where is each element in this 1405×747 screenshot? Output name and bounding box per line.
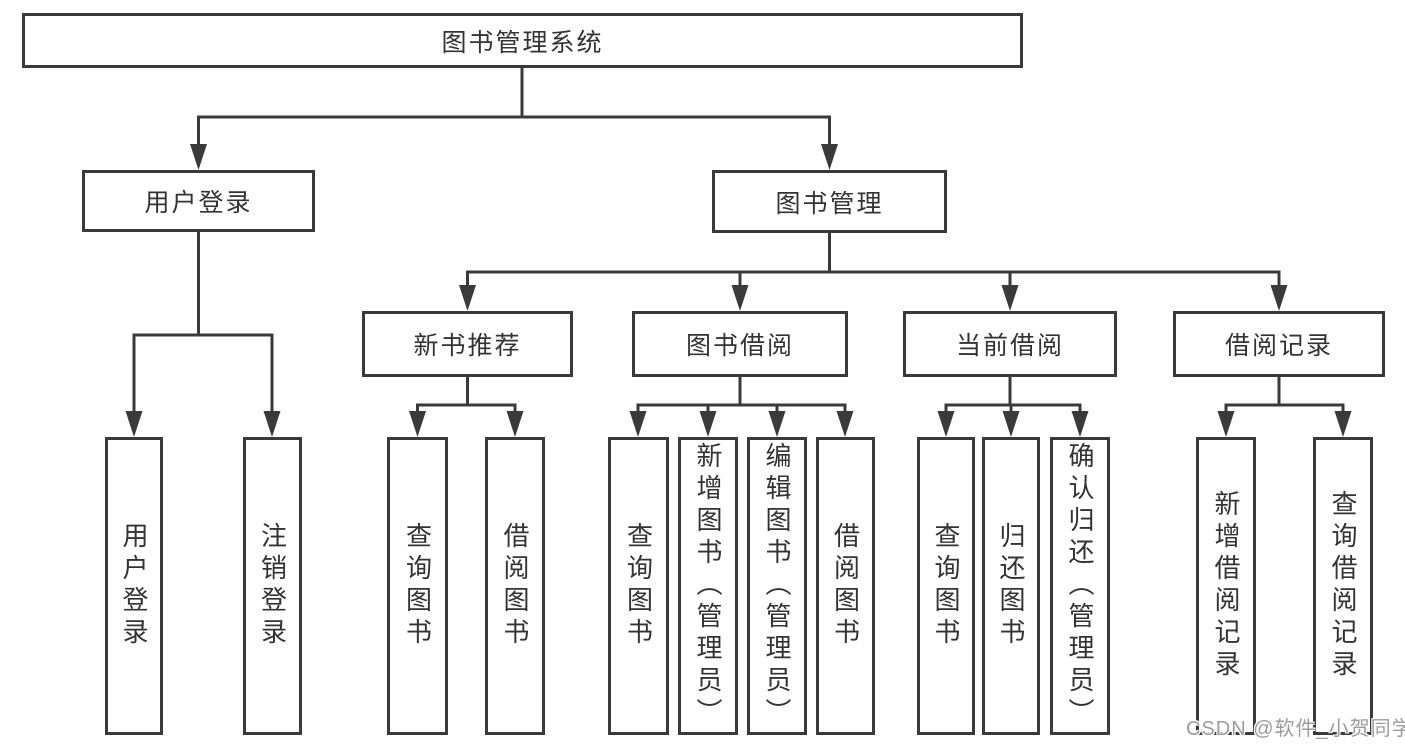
leaf-label: 借阅图书 <box>500 522 530 650</box>
node-book-management: 图书管理 <box>712 170 947 233</box>
node-label: 图书管理 <box>775 189 884 218</box>
leaf-label: 查询借阅记录 <box>1328 490 1358 682</box>
node-label: 当前借阅 <box>955 332 1064 360</box>
leaf-label: 借阅图书 <box>830 522 861 650</box>
leaf-borrow-books-recommend: 借阅图书 <box>485 437 545 735</box>
leaf-label: 查询图书 <box>931 522 961 650</box>
leaf-return-books: 归还图书 <box>982 437 1040 735</box>
leaf-query-borrow-record: 查询借阅记录 <box>1313 437 1373 735</box>
leaf-label: 确认归还（管理员） <box>1065 442 1095 730</box>
leaf-borrow-books: 借阅图书 <box>816 437 875 735</box>
leaf-label: 编辑图书（管理员） <box>762 442 792 730</box>
leaf-confirm-return-admin: 确认归还（管理员） <box>1050 437 1110 735</box>
node-user-login: 用户登录 <box>82 170 315 232</box>
leaf-query-books-current: 查询图书 <box>917 437 975 735</box>
leaf-label: 查询图书 <box>623 522 654 650</box>
node-borrowing-records: 借阅记录 <box>1173 311 1385 377</box>
leaf-add-books-admin: 新增图书（管理员） <box>678 437 738 735</box>
node-label: 图书借阅 <box>685 332 794 360</box>
leaf-add-borrow-record: 新增借阅记录 <box>1196 437 1256 735</box>
leaf-label: 查询图书 <box>402 522 433 650</box>
leaf-user-login: 用户登录 <box>105 437 163 735</box>
leaf-label: 新增图书（管理员） <box>693 442 723 730</box>
leaf-label: 注销登录 <box>257 522 288 650</box>
node-label: 图书管理系统 <box>441 28 604 57</box>
leaf-label: 归还图书 <box>996 522 1026 650</box>
leaf-edit-books-admin: 编辑图书（管理员） <box>747 437 807 735</box>
leaf-query-books-recommend: 查询图书 <box>387 437 448 735</box>
watermark: CSDN @软件_小贺同学 <box>1186 718 1405 740</box>
node-system-root: 图书管理系统 <box>22 13 1023 68</box>
node-current-borrowing: 当前借阅 <box>903 311 1117 377</box>
leaf-label: 新增借阅记录 <box>1211 490 1241 682</box>
node-label: 新书推荐 <box>413 332 522 360</box>
node-new-book-recommendation: 新书推荐 <box>362 311 573 377</box>
node-label: 用户登录 <box>144 189 253 217</box>
node-label: 借阅记录 <box>1224 332 1333 360</box>
arrowhead-icons <box>125 144 1352 437</box>
leaf-label: 用户登录 <box>119 522 149 650</box>
node-book-borrowing: 图书借阅 <box>632 311 848 377</box>
leaf-query-books-borrow: 查询图书 <box>608 437 669 735</box>
leaf-logout: 注销登录 <box>243 437 302 735</box>
